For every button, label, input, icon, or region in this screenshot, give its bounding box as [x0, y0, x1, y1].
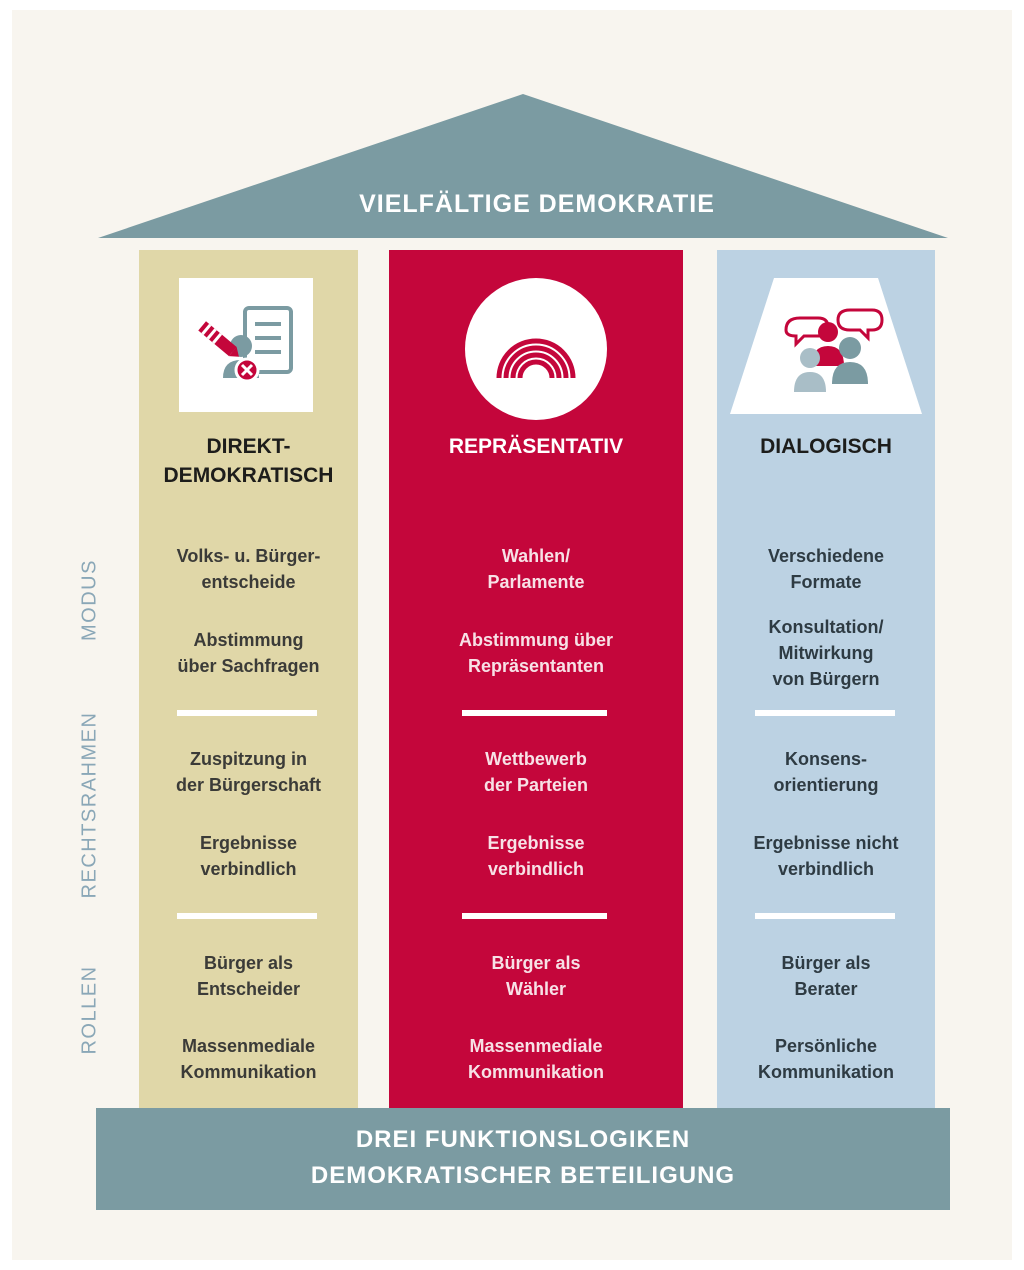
rollen-item: Massenmediale Kommunikation: [180, 1036, 317, 1082]
people-dialog-icon: [730, 278, 922, 414]
pillar-direktdemokratisch: DIREKT- DEMOKRATISCH Volks- u. Bürger- e…: [139, 250, 358, 1120]
ballot-document-icon: [179, 278, 313, 412]
divider: [755, 710, 895, 716]
rollen-item: Persönliche Kommunikation: [757, 1036, 894, 1082]
modus-item: Abstimmung über Repräsentanten: [458, 630, 613, 676]
arc-broadcast-icon: [465, 278, 607, 420]
modus-item: Wahlen/ Parlamente: [487, 546, 585, 592]
pillar-heading: DIREKT- DEMOKRATISCH: [163, 435, 334, 487]
roof: [98, 94, 948, 238]
rechtsrahmen-item: Konsens- orientierung: [773, 749, 879, 795]
side-label-modus: MODUS: [78, 559, 101, 641]
rollen-item: Bürger als Berater: [781, 953, 871, 999]
rechtsrahmen-item: Ergebnisse verbindlich: [199, 833, 298, 879]
rechtsrahmen-item: Wettbewerb der Parteien: [483, 749, 589, 795]
side-label-rechtsrahmen: RECHTSRAHMEN: [78, 711, 101, 899]
rechtsrahmen-item: Zuspitzung in der Bürgerschaft: [175, 749, 322, 795]
base-block: DREI FUNKTIONSLOGIKEN DEMOKRATISCHER BET…: [96, 1108, 950, 1210]
rollen-item: Bürger als Entscheider: [196, 953, 301, 999]
rechtsrahmen-item: Ergebnisse nicht verbindlich: [753, 833, 899, 879]
pillar-repraesentativ: REPRÄSENTATIV Wahlen/ Parlamente Abstimm…: [389, 250, 683, 1120]
modus-item: Volks- u. Bürger- entscheide: [176, 546, 321, 592]
divider: [177, 710, 317, 716]
base-title-line2: DEMOKRATISCHER BETEILIGUNG: [310, 1162, 736, 1189]
rechtsrahmen-item: Ergebnisse verbindlich: [487, 833, 585, 879]
pillar-heading: DIALOGISCH: [760, 435, 892, 458]
base-title-line1: DREI FUNKTIONSLOGIKEN: [355, 1126, 691, 1153]
rollen-item: Massenmediale Kommunikation: [467, 1036, 604, 1082]
diagram-canvas: VIELFÄLTIGE DEMOKRATIE MODUS RECHTSRAHME…: [12, 10, 1012, 1260]
modus-item: Abstimmung über Sachfragen: [177, 630, 320, 676]
roof-title: VIELFÄLTIGE DEMOKRATIE: [359, 190, 715, 218]
divider: [755, 913, 895, 919]
divider: [462, 710, 607, 716]
pillar-dialogisch: DIALOGISCH Verschiedene Formate Konsulta…: [717, 250, 935, 1120]
rollen-item: Bürger als Wähler: [491, 953, 581, 999]
modus-item: Verschiedene Formate: [767, 546, 885, 592]
divider: [177, 913, 317, 919]
side-label-rollen: ROLLEN: [78, 965, 101, 1055]
modus-item: Konsultation/ Mitwirkung von Bürgern: [768, 617, 884, 689]
divider: [462, 913, 607, 919]
pillar-heading: REPRÄSENTATIV: [448, 435, 624, 458]
